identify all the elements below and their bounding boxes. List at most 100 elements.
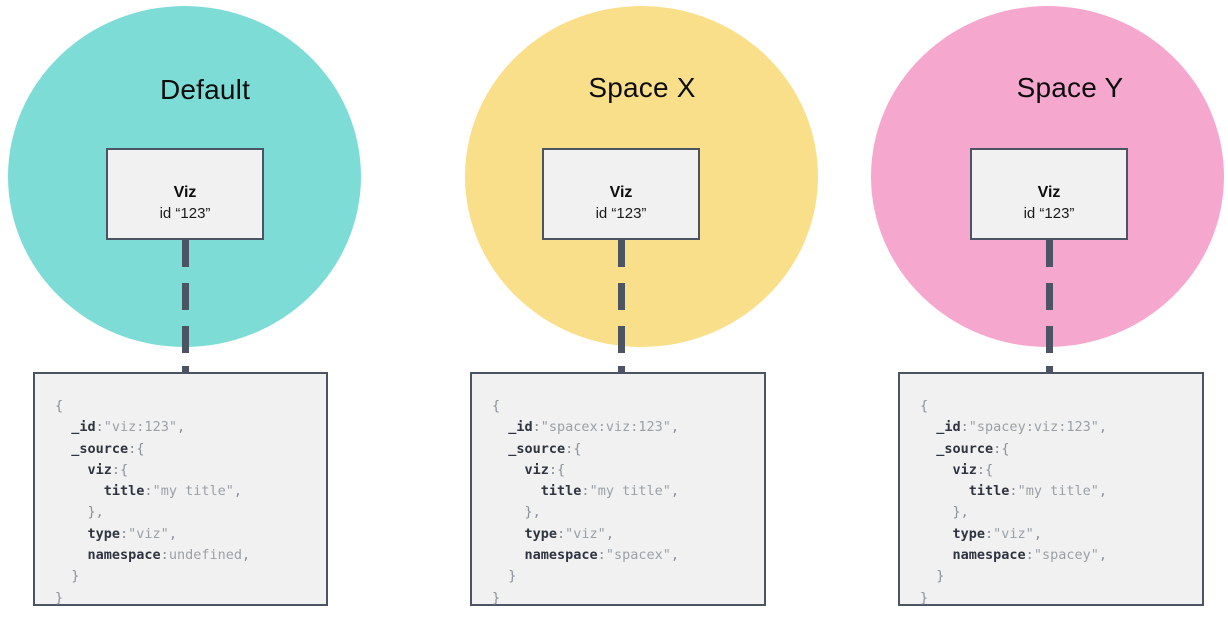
code-token: [920, 526, 953, 542]
viz-node-id: id “123”: [595, 205, 647, 222]
code-token: :: [976, 461, 986, 478]
code-token: :: [1025, 547, 1034, 564]
code-token: }: [524, 504, 533, 521]
code-token: "viz": [565, 525, 606, 542]
code-token: [55, 419, 71, 435]
code-token: :: [128, 440, 137, 457]
dash-segment: [618, 283, 625, 310]
space-column-spacex: Space X Viz id “123” { _id:"spacex:viz:1…: [437, 0, 847, 622]
code-token: :: [160, 547, 169, 564]
code-line: }: [55, 566, 310, 587]
code-line: type:"viz",: [492, 524, 748, 545]
dash-segment: [182, 366, 189, 373]
code-token: ,: [241, 547, 251, 564]
code-line: _source:{: [920, 439, 1186, 460]
code-line: {: [492, 396, 748, 417]
code-line: }: [55, 588, 310, 609]
code-token: [55, 462, 88, 478]
code-token: "viz": [128, 525, 169, 542]
code-token: }: [55, 589, 64, 606]
code-token: type: [87, 525, 121, 542]
code-line: {: [55, 396, 310, 417]
code-token: {: [1001, 440, 1010, 457]
code-token: {: [492, 398, 501, 414]
code-token: _id: [508, 419, 533, 436]
code-line: }: [492, 588, 748, 609]
code-token: {: [573, 440, 582, 457]
code-token: }: [87, 504, 96, 521]
code-token: ,: [670, 483, 679, 500]
code-token: [492, 547, 525, 563]
code-token: namespace: [952, 547, 1026, 564]
connector-dashed-spacex: [618, 240, 625, 373]
code-line: viz:{: [55, 460, 310, 481]
code-token: }: [71, 568, 80, 585]
code-token: ,: [960, 504, 969, 521]
code-token: ,: [95, 504, 104, 521]
code-token: type: [524, 525, 558, 542]
code-line: }: [920, 588, 1186, 609]
code-token: _source: [71, 440, 129, 457]
code-line: _id:"viz:123",: [55, 417, 310, 438]
code-token: ,: [532, 504, 541, 521]
code-token: title: [103, 483, 145, 500]
dash-segment: [182, 283, 189, 310]
connector-dashed-default: [182, 240, 189, 373]
code-token: [492, 419, 508, 435]
code-token: [492, 568, 508, 584]
code-token: [55, 441, 71, 457]
code-token: "spacey:viz:123": [968, 419, 1099, 436]
code-token: [920, 462, 953, 478]
viz-node-id: id “123”: [159, 205, 211, 222]
code-token: namespace: [524, 547, 598, 564]
code-token: ,: [605, 525, 614, 542]
code-token: ,: [670, 419, 679, 436]
code-token: viz: [952, 461, 977, 478]
code-token: [492, 483, 541, 499]
code-token: type: [952, 525, 986, 542]
viz-node-spacey[interactable]: Viz id “123”: [970, 148, 1128, 240]
code-block-default: { _id:"viz:123", _source:{ viz:{ title:"…: [33, 372, 328, 606]
code-token: }: [952, 504, 961, 521]
code-token: ,: [1033, 525, 1042, 542]
code-line: title:"my title",: [55, 481, 310, 502]
code-token: [492, 462, 525, 478]
code-token: :: [581, 483, 590, 500]
viz-node-default[interactable]: Viz id “123”: [106, 148, 264, 240]
code-token: :: [993, 440, 1002, 457]
code-token: viz: [87, 461, 112, 478]
code-token: _source: [936, 440, 994, 457]
code-token: :: [548, 461, 558, 478]
code-token: :: [1009, 483, 1018, 500]
dash-segment: [618, 240, 625, 267]
dash-segment: [618, 366, 625, 373]
code-token: ,: [176, 419, 186, 436]
viz-node-spacex[interactable]: Viz id “123”: [542, 148, 700, 240]
code-token: viz: [524, 461, 549, 478]
code-token: [55, 568, 71, 584]
space-title-spacex: Space X: [588, 72, 696, 103]
connector-dashed-spacey: [1046, 240, 1053, 373]
code-token: _id: [71, 419, 96, 436]
code-token: :: [532, 419, 541, 436]
code-token: [55, 547, 88, 563]
code-line: _id:"spacey:viz:123",: [920, 417, 1186, 438]
code-token: title: [540, 483, 582, 500]
code-token: "my title": [1017, 483, 1099, 500]
code-line: namespace:"spacex",: [492, 545, 748, 566]
code-token: [492, 441, 508, 457]
code-token: ,: [670, 547, 679, 564]
code-token: }: [920, 589, 929, 606]
code-line: namespace:"spacey",: [920, 545, 1186, 566]
code-token: _id: [936, 419, 961, 436]
code-token: :: [120, 525, 129, 542]
code-token: {: [557, 461, 566, 478]
code-token: {: [136, 440, 145, 457]
code-line: },: [920, 502, 1186, 523]
dash-segment: [618, 326, 625, 353]
code-token: [55, 504, 88, 520]
space-title-spacey: Space Y: [1016, 72, 1124, 103]
code-token: namespace: [87, 547, 161, 564]
code-line: }: [492, 566, 748, 587]
code-token: [920, 568, 936, 584]
